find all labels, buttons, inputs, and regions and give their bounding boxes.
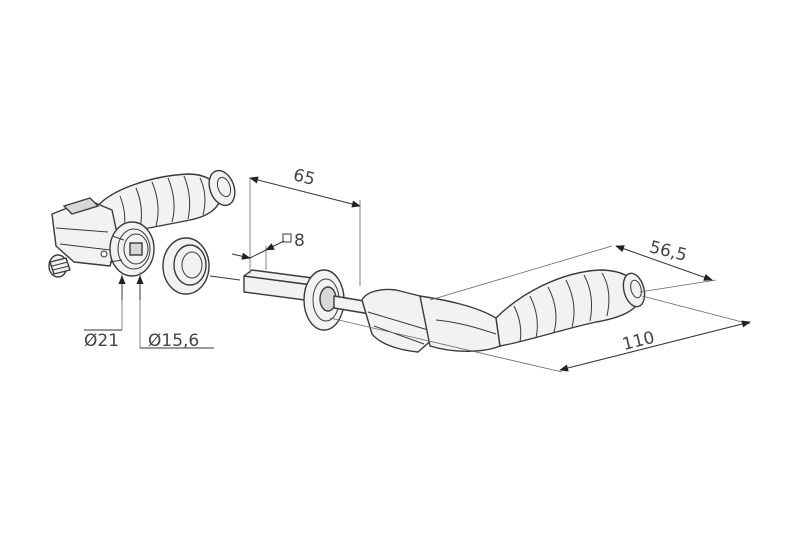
dimension-spindle-8: 8	[231, 231, 305, 274]
right-rose	[303, 269, 371, 331]
dimension-diameters: Ø21 Ø15,6	[84, 272, 214, 351]
left-rose	[109, 221, 155, 277]
dimension-65: 65	[249, 165, 361, 286]
square-symbol-icon	[282, 233, 292, 243]
diameter-15-6-label: Ø15,6	[148, 331, 199, 351]
dimension-110-label: 110	[620, 328, 656, 355]
left-lever-handle	[51, 169, 236, 267]
dimension-56-5-label: 56,5	[647, 237, 689, 266]
diameter-21-label: Ø21	[84, 331, 119, 351]
dimension-8-label: 8	[294, 231, 305, 251]
grub-screw	[48, 254, 71, 278]
right-lever-handle	[361, 269, 646, 353]
dimension-65-label: 65	[291, 165, 317, 190]
spindle-bush	[162, 237, 210, 295]
